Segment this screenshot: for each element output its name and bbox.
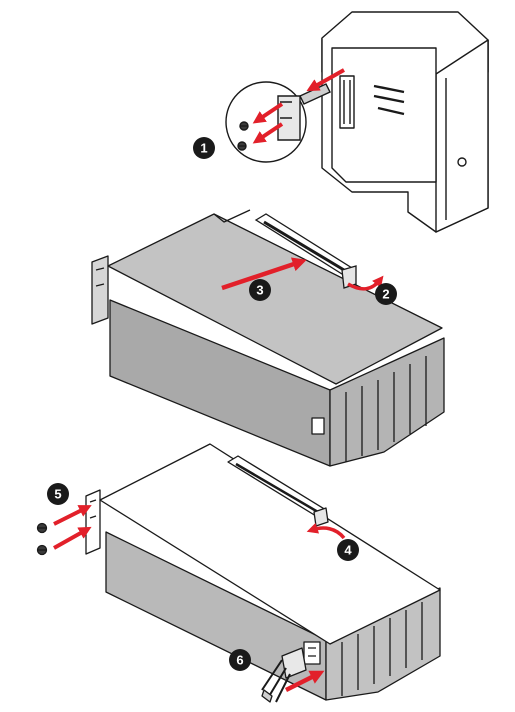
step-badge-1: 1 xyxy=(193,137,215,159)
step-badge-4: 4 xyxy=(337,539,359,561)
screw-icon xyxy=(237,141,247,151)
step-6-arrow xyxy=(284,670,325,693)
step-badge-2: 2 xyxy=(375,283,397,305)
step-badge-5: 5 xyxy=(47,483,69,505)
screw-icon xyxy=(239,121,249,131)
step-number: 5 xyxy=(54,487,61,502)
bracket-zoom-detail xyxy=(225,81,331,163)
graphics-card-top xyxy=(91,209,445,467)
step-number: 3 xyxy=(256,283,263,298)
step-4-arrow xyxy=(306,522,346,540)
pcie-slot xyxy=(254,213,357,289)
step-badge-6: 6 xyxy=(229,649,251,671)
step-number: 2 xyxy=(382,287,389,302)
step-number: 6 xyxy=(236,653,243,668)
screw-icon xyxy=(36,522,48,534)
step-number: 4 xyxy=(344,543,352,558)
step-5-arrows xyxy=(53,505,92,550)
screw-icon xyxy=(36,544,48,556)
graphics-card-bottom xyxy=(85,443,441,701)
step-3-arrow xyxy=(221,257,307,291)
step-badge-3: 3 xyxy=(249,279,271,301)
pc-case-illustration xyxy=(321,11,489,233)
step-2-arrow xyxy=(347,275,384,291)
step-number: 1 xyxy=(200,141,207,156)
step-1-arrows xyxy=(252,68,345,144)
power-cable-plug xyxy=(261,647,307,703)
